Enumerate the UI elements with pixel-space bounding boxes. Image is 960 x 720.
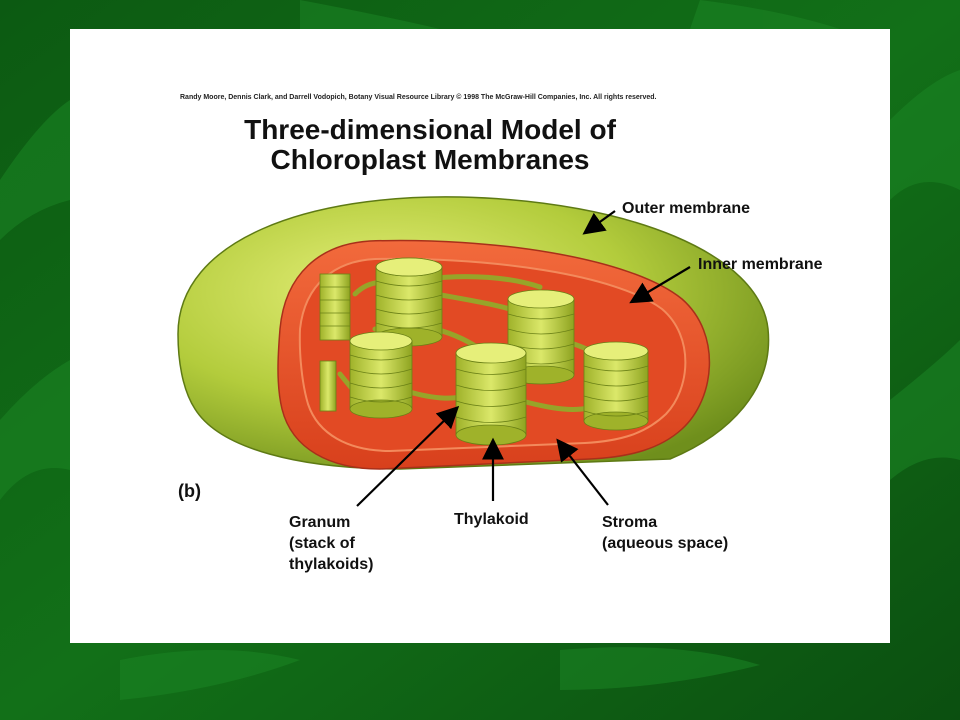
label-granum: Granum (stack of thylakoids) bbox=[289, 512, 373, 575]
title-line-1: Three-dimensional Model of bbox=[244, 114, 616, 145]
copyright-credit: Randy Moore, Dennis Clark, and Darrell V… bbox=[180, 94, 657, 101]
figure-panel: Randy Moore, Dennis Clark, and Darrell V… bbox=[70, 29, 890, 643]
arrow-stroma bbox=[556, 438, 609, 506]
granum-stack-front-right bbox=[583, 341, 649, 431]
label-granum-line-1: Granum bbox=[289, 514, 351, 531]
arrow-inner-membrane bbox=[629, 266, 691, 304]
leaf-decoration bbox=[0, 0, 960, 700]
granum-stack-edge-left bbox=[319, 360, 337, 412]
granum-stack-front-center bbox=[455, 342, 527, 446]
leader-arrows bbox=[356, 210, 691, 507]
label-stroma: Stroma (aqueous space) bbox=[602, 512, 728, 554]
panel-letter: (b) bbox=[178, 481, 201, 501]
granum-stack-back-left bbox=[319, 273, 351, 341]
label-inner-membrane: Inner membrane bbox=[698, 256, 823, 273]
title-line-2: Chloroplast Membranes bbox=[270, 144, 590, 175]
label-stroma-line-2: (aqueous space) bbox=[602, 535, 729, 552]
label-granum-line-2: (stack of bbox=[289, 535, 355, 552]
granum-stack-front-left bbox=[349, 331, 413, 419]
chloroplast-diagram bbox=[177, 196, 770, 507]
arrow-outer-membrane bbox=[582, 210, 616, 235]
arrow-granum bbox=[356, 405, 460, 507]
figure-title: Three-dimensional Model of Chloroplast M… bbox=[180, 115, 680, 175]
label-thylakoid: Thylakoid bbox=[454, 511, 529, 528]
label-granum-line-3: thylakoids) bbox=[289, 556, 374, 573]
label-stroma-line-1: Stroma bbox=[602, 514, 658, 531]
label-outer-membrane: Outer membrane bbox=[622, 200, 751, 217]
